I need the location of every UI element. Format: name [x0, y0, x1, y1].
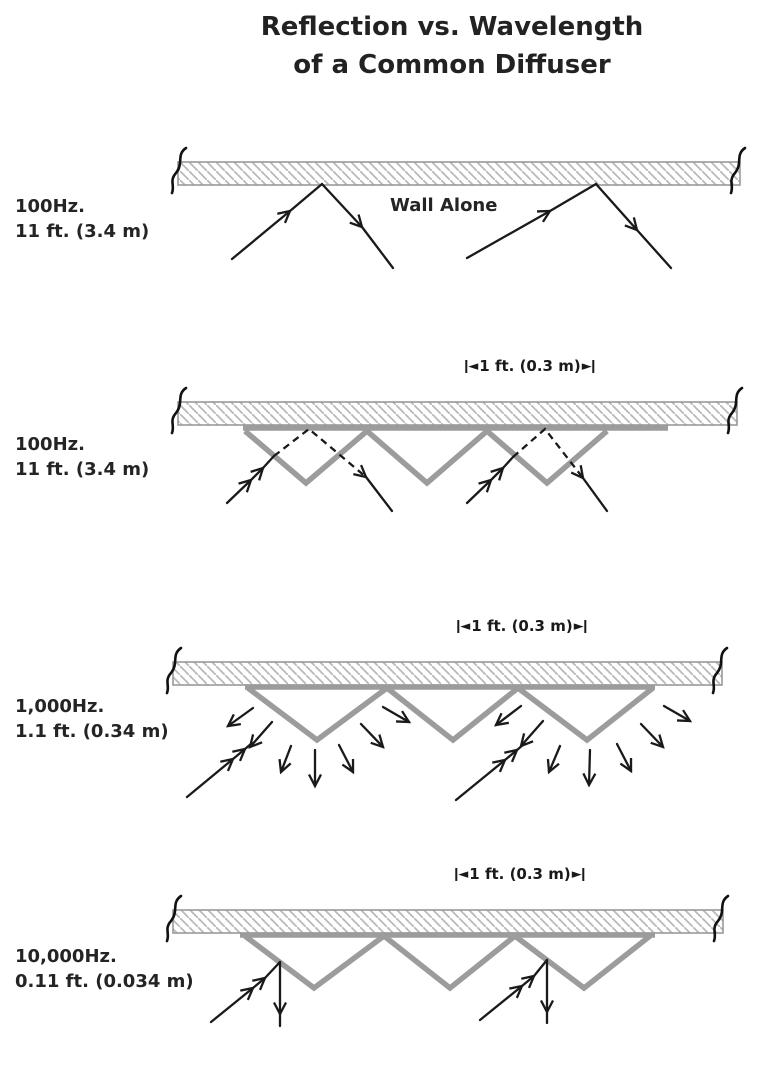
incident-arrow — [225, 454, 276, 505]
panel3-dimension: ◄ 1 ft. (0.3 m) ► — [457, 617, 587, 635]
dimension-tick — [584, 619, 587, 633]
dimension-arrow-left-icon: ◄ — [458, 866, 469, 882]
wall — [165, 894, 730, 943]
panel-diffuser-1000hz — [165, 646, 729, 802]
incident-arrow — [185, 741, 254, 799]
panel3-label: 1,000Hz. 1.1 ft. (0.34 m) — [15, 694, 169, 744]
phantom-reflection-path — [273, 427, 394, 513]
wall — [170, 146, 747, 195]
panel2-dimension: ◄ 1 ft. (0.3 m) ► — [465, 357, 595, 375]
panel1-frequency: 100Hz. — [15, 196, 85, 217]
dimension-arrow-right-icon: ► — [581, 358, 592, 374]
reflected-arrow — [594, 182, 673, 270]
panel2-wavelength: 11 ft. (3.4 m) — [15, 459, 150, 480]
reflected-arrow — [320, 182, 395, 270]
panel2-dimension-label: 1 ft. (0.3 m) — [479, 357, 581, 375]
dimension-arrow-right-icon: ► — [571, 866, 582, 882]
panel1-wavelength: 11 ft. (3.4 m) — [15, 221, 150, 242]
diagram-title-line1: Reflection vs. Wavelength — [260, 12, 644, 42]
panel4-label: 10,000Hz. 0.11 ft. (0.034 m) — [15, 944, 194, 994]
panel-diffuser-100hz — [170, 386, 744, 513]
dimension-arrow-right-icon: ► — [573, 618, 584, 634]
incident-arrow — [209, 960, 282, 1024]
scattered-arrows — [494, 704, 693, 788]
panel1-label: 100Hz. 11 ft. (3.4 m) — [15, 194, 149, 244]
panel-wall-alone — [170, 146, 747, 270]
panel-diffuser-10000hz — [165, 894, 730, 1028]
dimension-tick — [592, 359, 595, 373]
wall — [170, 386, 744, 435]
dimension-arrow-left-icon: ◄ — [460, 618, 471, 634]
dimension-tick — [455, 867, 458, 881]
panel3-frequency: 1,000Hz. — [15, 696, 105, 717]
panel4-wavelength: 0.11 ft. (0.034 m) — [15, 971, 194, 992]
diagram-title: Reflection vs. Wavelength of a Common Di… — [261, 8, 644, 84]
panel2-label: 100Hz. 11 ft. (3.4 m) — [15, 432, 149, 482]
diffuser — [240, 932, 655, 992]
diagram-title-line2: of a Common Diffuser — [293, 50, 611, 80]
dimension-tick — [582, 867, 585, 881]
incident-arrow — [454, 742, 526, 802]
incident-arrow — [465, 182, 598, 260]
panel4-dimension-label: 1 ft. (0.3 m) — [469, 865, 571, 883]
diffuser — [245, 684, 655, 744]
dimension-tick — [457, 619, 460, 633]
wall-alone-caption: Wall Alone — [390, 195, 498, 216]
phantom-reflection-path — [512, 427, 609, 513]
incident-arrow — [478, 958, 549, 1022]
diffuser — [243, 425, 668, 487]
panel3-dimension-label: 1 ft. (0.3 m) — [471, 617, 573, 635]
panel4-dimension: ◄ 1 ft. (0.3 m) ► — [455, 865, 585, 883]
dimension-tick — [465, 359, 468, 373]
incident-arrow — [465, 455, 515, 505]
panel2-frequency: 100Hz. — [15, 434, 85, 455]
scattered-arrows — [225, 705, 412, 789]
incident-arrow — [230, 182, 324, 261]
panel4-frequency: 10,000Hz. — [15, 946, 117, 967]
wall — [165, 646, 729, 695]
dimension-arrow-left-icon: ◄ — [468, 358, 479, 374]
panel3-wavelength: 1.1 ft. (0.34 m) — [15, 721, 169, 742]
